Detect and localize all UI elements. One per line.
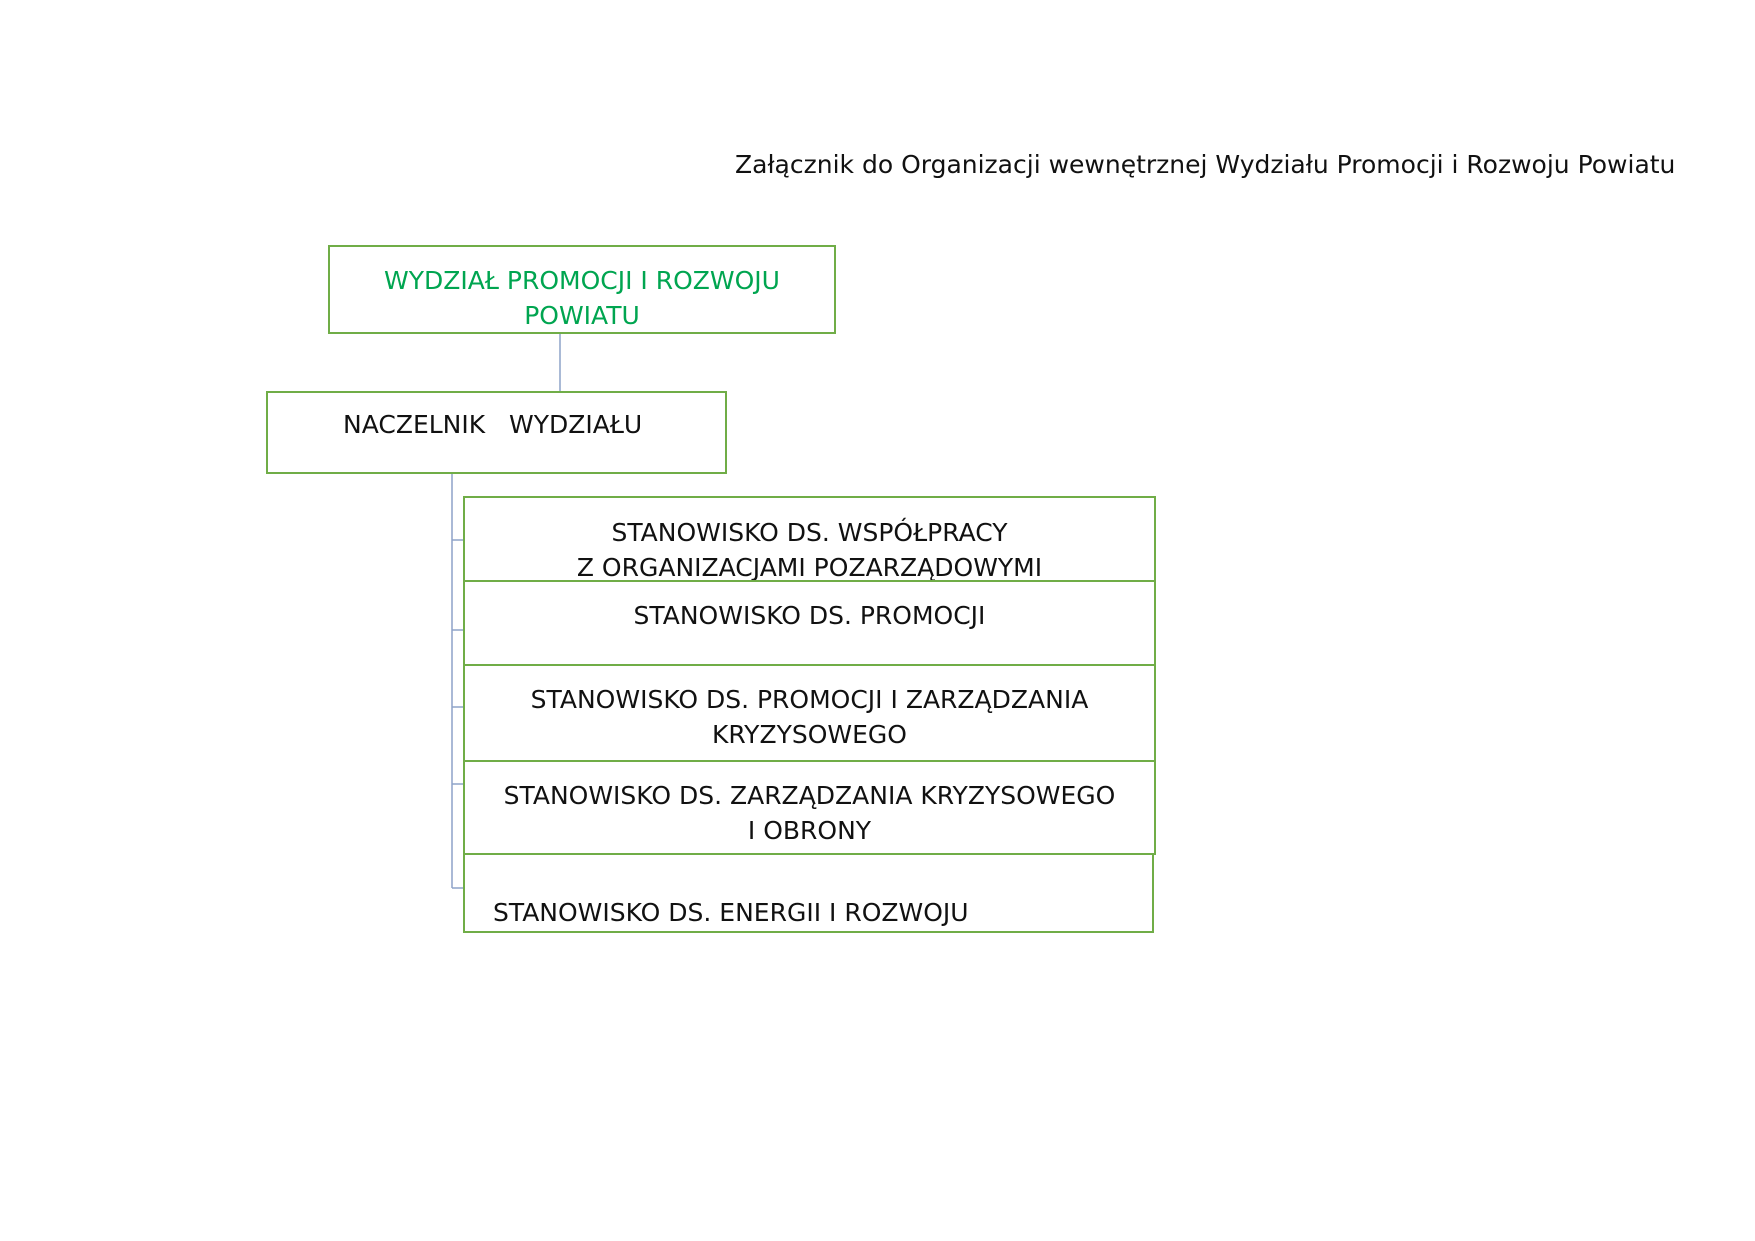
position-label: STANOWISKO DS. PROMOCJI I ZARZĄDZANIA KR… [530,685,1089,749]
position-box-promotion: STANOWISKO DS. PROMOCJI [463,580,1156,666]
position-box-cooperation-ngo: STANOWISKO DS. WSPÓŁPRACY Z ORGANIZACJAM… [463,496,1156,582]
department-box: WYDZIAŁ PROMOCJI I ROZWOJU POWIATU [328,245,836,334]
head-label: NACZELNIK WYDZIAŁU [343,410,643,439]
department-label: WYDZIAŁ PROMOCJI I ROZWOJU POWIATU [384,266,780,330]
position-label: STANOWISKO DS. WSPÓŁPRACY Z ORGANIZACJAM… [576,518,1043,582]
position-box-energy-development: STANOWISKO DS. ENERGII I ROZWOJU [463,853,1154,933]
position-box-crisis-defense: STANOWISKO DS. ZARZĄDZANIA KRYZYSOWEGO I… [463,760,1156,855]
head-box: NACZELNIK WYDZIAŁU [266,391,727,474]
position-label: STANOWISKO DS. PROMOCJI [633,601,986,630]
attachment-caption: Załącznik do Organizacji wewnętrznej Wyd… [735,150,1676,179]
position-box-promotion-crisis: STANOWISKO DS. PROMOCJI I ZARZĄDZANIA KR… [463,664,1156,762]
position-label: STANOWISKO DS. ZARZĄDZANIA KRYZYSOWEGO I… [503,781,1116,845]
position-label: STANOWISKO DS. ENERGII I ROZWOJU [493,898,969,927]
